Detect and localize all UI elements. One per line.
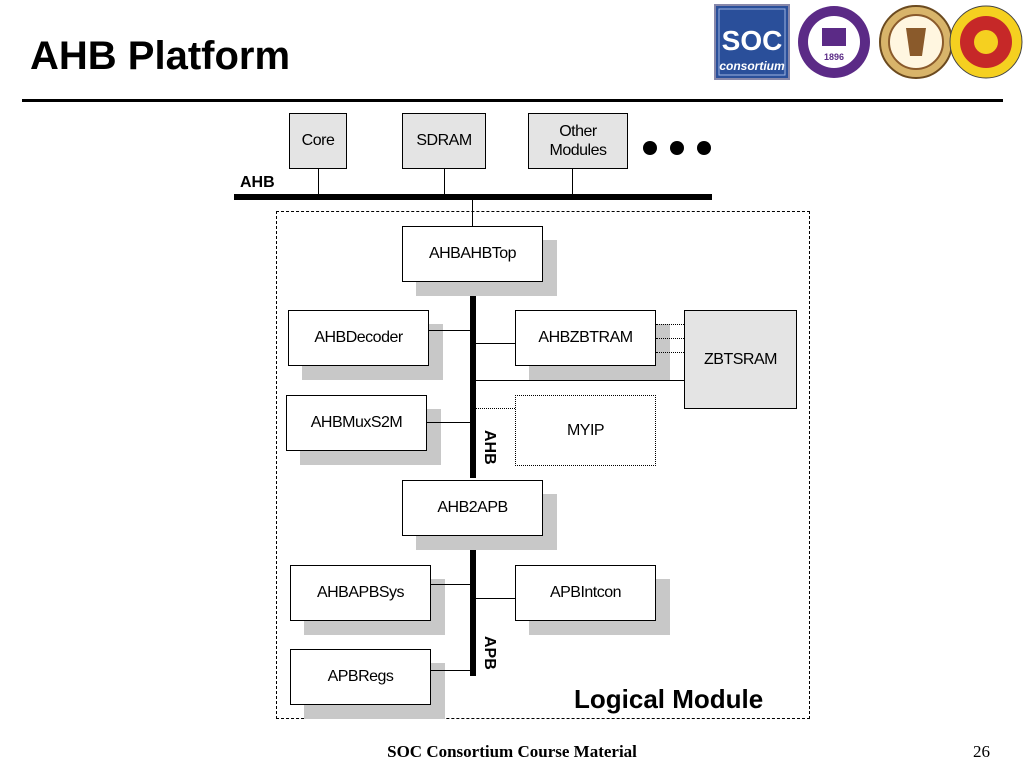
inner-ahb-label: AHB [481, 430, 498, 465]
apbregs-module: APBRegs [290, 649, 431, 705]
zbt-link-3 [656, 352, 684, 353]
logo-strip: SOC consortium 1896 [714, 4, 1023, 80]
zbtsram-bus-connector [476, 380, 684, 381]
core-module: Core [289, 113, 347, 169]
ellipsis-icon [643, 141, 711, 155]
apbintcon-label: APBIntcon [549, 584, 622, 602]
apbregs-label: APBRegs [327, 668, 394, 686]
title-divider [22, 99, 1003, 102]
top-ahb-bus [234, 194, 712, 200]
seal-year-text: 1896 [824, 52, 844, 62]
myip-link [476, 408, 515, 409]
inner-apb-label: APB [481, 636, 498, 670]
page-title: AHB Platform [30, 34, 291, 78]
soc-logo-subtext: consortium [719, 59, 785, 73]
other-modules-label: Other Modules [549, 122, 607, 159]
other-connector [572, 169, 573, 195]
red-seal-logo [949, 5, 1023, 79]
ahbapbsys-module: AHBAPBSys [290, 565, 431, 621]
apbregs-connector [431, 670, 471, 671]
zbt-link-1 [656, 324, 684, 325]
ahbmuxs2m-module: AHBMuxS2M [286, 395, 427, 451]
logical-module-label: Logical Module [574, 684, 764, 714]
inner-apb-bus [470, 536, 476, 676]
top-to-ahbahbtop-connector [472, 200, 473, 226]
myip-module: MYIP [515, 395, 656, 466]
top-ahb-bus-label: AHB [240, 174, 275, 191]
ahb2apb-label: AHB2APB [437, 499, 508, 517]
brown-seal-logo [879, 5, 953, 79]
ahbdecoder-label: AHBDecoder [314, 329, 403, 347]
sdram-connector [444, 169, 445, 195]
ahbdecoder-module: AHBDecoder [288, 310, 429, 366]
ahbzbtram-module: AHBZBTRAM [515, 310, 656, 366]
apbintcon-module: APBIntcon [515, 565, 656, 621]
ahbahbtop-label: AHBAHBTop [428, 245, 517, 263]
ahb2apb-module: AHB2APB [402, 480, 543, 536]
apbintcon-connector [476, 598, 515, 599]
ahbmuxs2m-label: AHBMuxS2M [310, 414, 403, 432]
decoder-connector [429, 330, 471, 331]
sdram-module: SDRAM [402, 113, 486, 169]
footer-text: SOC Consortium Course Material [387, 742, 637, 761]
zbtsram-label: ZBTSRAM [704, 350, 777, 368]
page-number: 26 [973, 742, 990, 761]
zbtsram-module: ZBTSRAM [684, 310, 797, 409]
sdram-module-label: SDRAM [416, 132, 472, 150]
soc-consortium-logo: SOC consortium [714, 4, 790, 80]
soc-logo-text: SOC [722, 25, 783, 56]
muxs2m-connector [427, 422, 471, 423]
ahbzbtram-label: AHBZBTRAM [538, 329, 633, 347]
other-modules: Other Modules [528, 113, 628, 169]
zbtram-connector [476, 343, 515, 344]
logical-module-region [276, 211, 810, 719]
myip-label: MYIP [566, 421, 605, 439]
core-connector [318, 169, 319, 195]
purple-seal-logo: 1896 [798, 6, 870, 78]
ahbahbtop-module: AHBAHBTop [402, 226, 543, 282]
core-module-label: Core [301, 132, 335, 150]
inner-ahb-bus [470, 282, 476, 478]
ahbapbsys-label: AHBAPBSys [316, 584, 405, 602]
zbt-link-2 [656, 338, 684, 339]
apbsys-connector [431, 584, 471, 585]
